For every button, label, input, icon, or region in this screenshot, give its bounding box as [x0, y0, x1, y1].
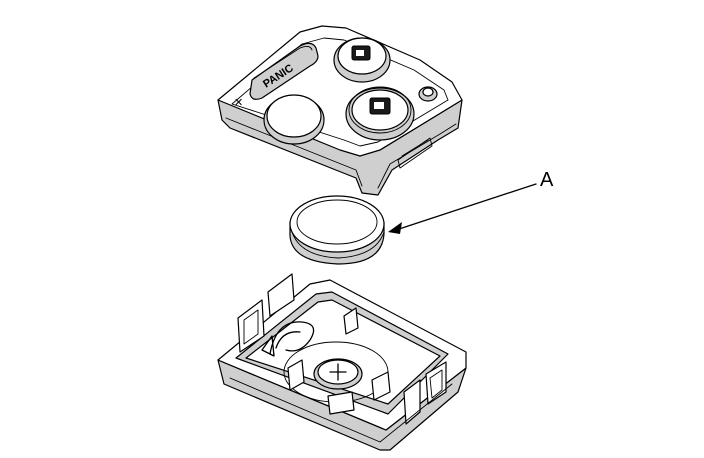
- callout-line: [395, 183, 537, 231]
- callout-a: A: [388, 169, 554, 234]
- lock-button: [345, 86, 415, 141]
- blank-button: [263, 94, 325, 145]
- callout-label: A: [540, 169, 554, 191]
- unlock-button: [333, 37, 391, 83]
- unlock-icon: [351, 45, 371, 61]
- battery-housing: [217, 273, 467, 451]
- plus-icon: [329, 363, 347, 381]
- arrow-head-icon: [388, 222, 402, 234]
- svg-text:✕: ✕: [234, 96, 243, 109]
- coin-battery: [289, 195, 385, 265]
- lock-icon: [369, 97, 391, 115]
